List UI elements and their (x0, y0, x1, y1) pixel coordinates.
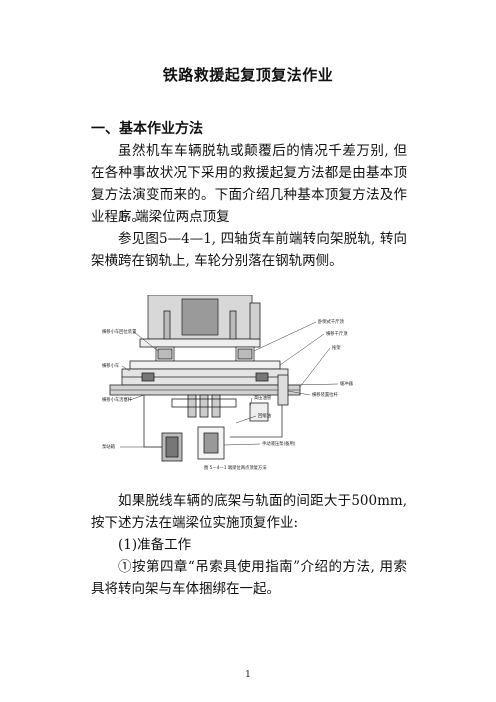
figure-label-right-3: 拖架 (332, 344, 341, 351)
technical-diagram-figure: 横移小车回位装置 横移小车 横移小车活塞杆 泵站箱 卧倒式千斤顶 横移千斤顶 拖… (102, 295, 354, 471)
page-number: 1 (245, 670, 251, 680)
section-heading: 一、基本作业方法 (91, 121, 203, 137)
figure-label-mid-1: 高压油管 (254, 394, 272, 401)
figure-leader-lines (120, 321, 339, 448)
figure-label-right-5: 横移装置拉杆 (312, 391, 338, 398)
figure-caption: 图 5—4—1 端梁位两点顶复方法 (204, 464, 267, 471)
paragraph-step-1: ①按第四章“吊索具使用指南”介绍的方法, 用索具将转向架与车体捆绑在一起。 (91, 559, 407, 597)
paragraph-condition: 如果脱线车辆的底架与轨面的间距大于500mm, 按下述方法在端梁位实施顶复作业: (91, 493, 407, 531)
paragraph-intro: 虽然机车车辆脱轨或颠覆后的情况千差万别, 但在各种事故状况下采用的救援起复方法都… (91, 143, 407, 225)
figure-label-left-3: 横移小车活塞杆 (102, 396, 133, 403)
figure-label-right-2: 横移千斤顶 (326, 330, 348, 337)
step-label-preparation: (1)准备工作 (118, 537, 192, 553)
figure-label-mid-2: 回缩油 (258, 412, 271, 419)
figure-label-left-4: 泵站箱 (102, 443, 116, 450)
diagram-drawing (109, 295, 301, 462)
document-title: 铁路救援起复顶复法作业 (162, 66, 334, 84)
figure-label-right-1: 卧倒式千斤顶 (318, 318, 344, 325)
figure-label-right-4: 缓冲器 (340, 380, 354, 387)
paragraph-figure-reference: 参见图5—4—1, 四轴货车前端转向架脱轨, 转向架横跨在钢轨上, 车轮分别落在… (91, 231, 407, 269)
subheading-method-1: 1. 端梁位两点顶复 (118, 209, 230, 225)
figure-label-left-1: 横移小车回位装置 (102, 328, 137, 335)
figure-label-left-2: 横移小车 (102, 362, 120, 369)
figure-label-mid-3: 手动液压泵(备用) (262, 440, 296, 447)
